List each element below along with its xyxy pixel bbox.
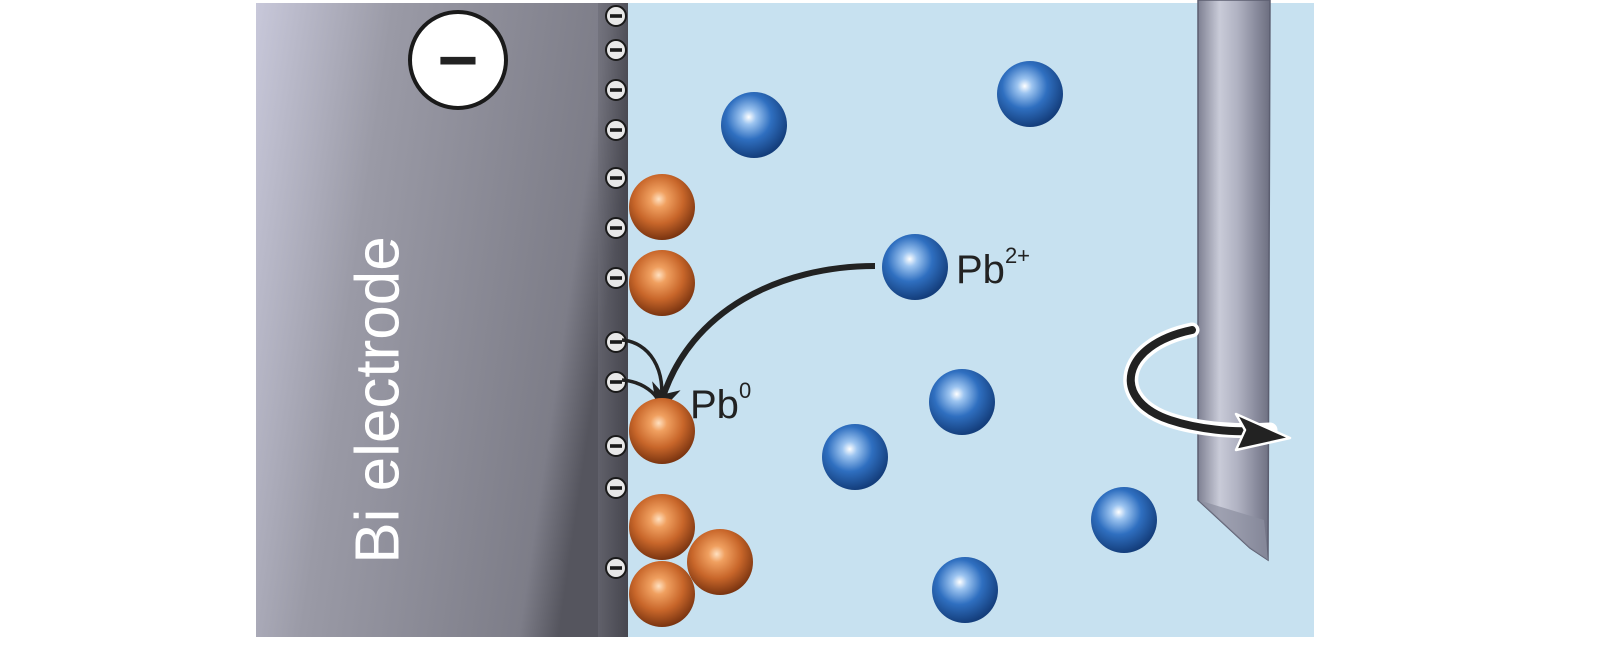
deposit-label-superscript: 0 [739,378,751,403]
deposit-label: Pb0 [690,378,751,427]
surface-charge-icon [605,331,627,353]
pb2-ion [721,92,787,158]
surface-charge-icon [605,217,627,239]
pb2-ion [882,234,948,300]
ion-label-base: Pb [956,248,1005,292]
rotation-arrow-icon [1126,326,1254,436]
surface-charge-icon [605,79,627,101]
ion-label: Pb2+ [956,243,1030,292]
pb0-deposit [629,250,695,316]
stirrer-tip-face [1198,500,1268,560]
pb2-ion [932,557,998,623]
surface-charge-icon [605,435,627,457]
bi-electrode [256,3,628,637]
pb2-ion [929,369,995,435]
pb2-ions [721,61,1157,623]
pb2-ion [1091,487,1157,553]
pb2-ion [822,424,888,490]
deposit-label-base: Pb [690,383,739,427]
surface-charge-icon [605,477,627,499]
surface-charge-icon [605,371,627,393]
stirrer-rod [1197,0,1271,562]
electrode-surface-edge [598,3,628,637]
surface-charge-icon [605,5,627,27]
surface-charges [605,5,627,579]
electrode-negative-charge-icon: − [408,10,508,110]
surface-charge-icon [605,39,627,61]
electrode-charge-symbol: − [438,21,479,99]
rotating-stirrer [1123,0,1292,562]
deposition-arrow [652,263,876,415]
electrode-label: Bi electrode [344,236,413,563]
pb0-deposit [629,174,695,240]
surface-charge-icon [605,119,627,141]
pb0-deposit [687,529,753,595]
surface-charge-icon [605,267,627,289]
pb2-ion [997,61,1063,127]
rotation-arrowhead [1234,412,1292,452]
ion-label-charge: 2+ [1005,243,1030,268]
pb0-deposits [629,174,753,627]
pb0-deposit [629,398,695,464]
surface-charge-icon [605,167,627,189]
surface-charge-icon [605,557,627,579]
pb0-deposit [629,494,695,560]
pb0-deposit [629,561,695,627]
